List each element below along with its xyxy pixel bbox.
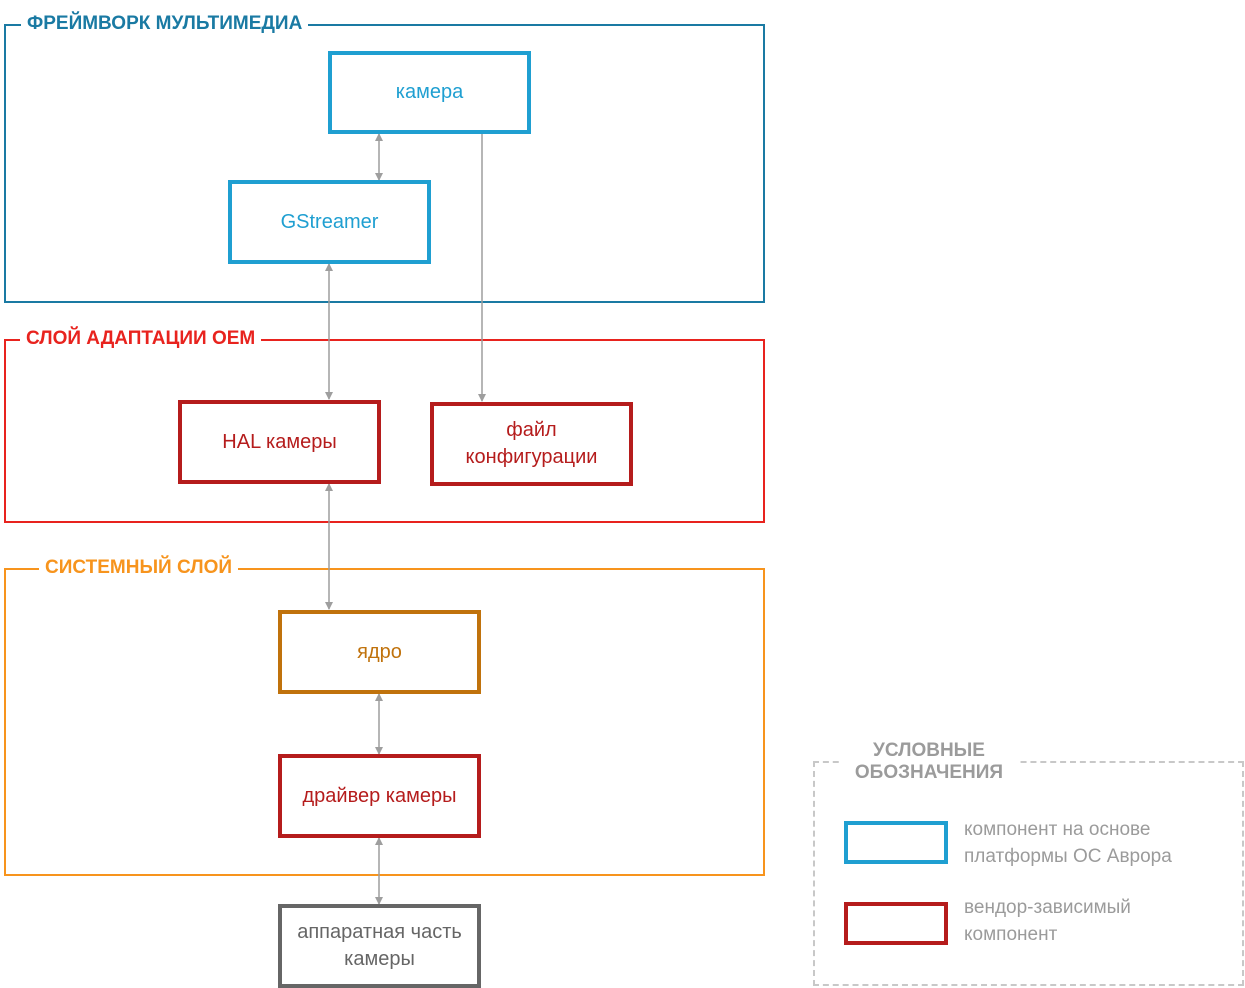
- component-camera: камера: [328, 51, 531, 134]
- component-camera-driver: драйвер камеры: [278, 754, 481, 838]
- component-camera-hardware-label: аппаратная часть камеры: [297, 921, 462, 970]
- layer-title-oem: СЛОЙ АДАПТАЦИИ OEM: [20, 328, 262, 350]
- legend-vendor-component-icon: [844, 902, 948, 945]
- component-camera-hal-label: HAL камеры: [222, 430, 337, 453]
- component-camera-hardware: аппаратная часть камеры: [278, 904, 481, 988]
- component-gstreamer: GStreamer: [228, 180, 431, 264]
- layer-system: [4, 568, 765, 876]
- layer-multimedia-framework: [4, 24, 765, 303]
- legend-frame: [813, 761, 1244, 986]
- component-gstreamer-label: GStreamer: [280, 210, 379, 233]
- component-kernel-label: ядро: [357, 640, 402, 663]
- component-config-file-label: файл конфигурации: [465, 419, 598, 468]
- layer-title-system: СИСТЕМНЫЙ СЛОЙ: [39, 557, 239, 579]
- component-camera-label: камера: [395, 81, 464, 103]
- legend-title: УСЛОВНЫЕ ОБОЗНАЧЕНИЯ: [840, 740, 1018, 784]
- component-camera-driver-label: драйвер камеры: [302, 784, 457, 807]
- layer-oem-adaptation: [4, 339, 765, 523]
- legend-platform-component-icon: [844, 821, 948, 864]
- layer-title-multimedia: ФРЕЙМВОРК МУЛЬТИМЕДИА: [21, 13, 309, 35]
- component-camera-hal: HAL камеры: [178, 400, 381, 484]
- legend-platform-component-label: компонент на основе платформы ОС Аврора: [964, 819, 1172, 867]
- component-config-file: файл конфигурации: [430, 402, 633, 486]
- component-kernel: ядро: [278, 610, 481, 694]
- legend-vendor-component-label: вендор-зависимый компонент: [964, 897, 1131, 945]
